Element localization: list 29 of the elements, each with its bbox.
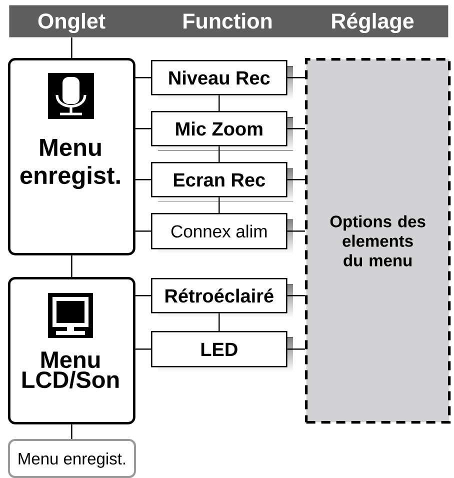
connector-line [71,37,72,58]
connector-line [287,348,305,350]
connector-line [135,128,151,130]
connector-line [218,95,220,111]
connector-line [135,348,151,350]
connector-line [71,255,72,277]
connector-line [287,295,305,296]
header-bar: Onglet Function Réglage [9,5,448,38]
function-box: Mic Zoom [151,111,293,151]
function-box: Connex alim [151,213,293,254]
connector-line [218,197,220,213]
connector-line [135,295,151,296]
connector-line [287,179,305,180]
function-box: Rétroéclairé [151,278,293,318]
function-box: LED [151,331,293,372]
connector-line [218,313,220,331]
connector-line [218,146,220,162]
menu-box: Menu enregist. [8,439,136,478]
function-box: Niveau Rec [151,60,293,100]
connector-line [135,179,151,180]
connector-line [287,230,305,232]
connector-line [135,77,151,78]
connector-line [135,230,151,232]
options-panel: Options des elements du menu [305,58,451,424]
function-box: Ecran Rec [151,162,293,202]
connector-line [287,128,305,130]
connector-line [71,424,72,439]
tab-box: Menu enregist. [8,58,136,256]
connector-line [287,77,305,78]
